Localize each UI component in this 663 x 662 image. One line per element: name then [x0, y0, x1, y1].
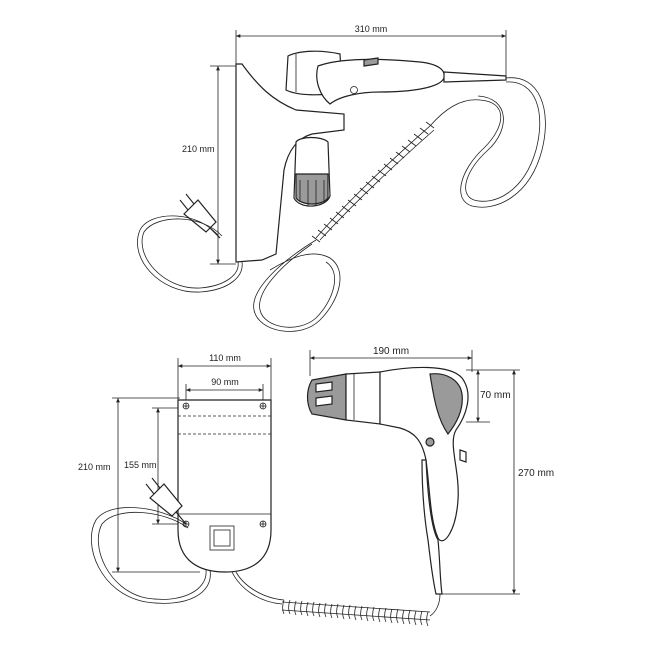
- coiled-cord-side: [315, 125, 431, 239]
- dryer-handle-side: [316, 58, 445, 105]
- dimension-label-110: 110 mm: [209, 353, 241, 363]
- screw-hole-top-left: [182, 402, 190, 410]
- dimension-label-210-front: 210 mm: [78, 462, 111, 472]
- dimension-label-155: 155 mm: [124, 460, 157, 470]
- power-plug-side: [179, 193, 221, 239]
- front-view-bracket: 110 mm 90 mm 210 mm 155 mm: [78, 353, 285, 605]
- power-plug-front: [145, 477, 187, 525]
- screw-hole-top-right: [259, 402, 267, 410]
- cord-loop-right: [429, 77, 546, 208]
- coil-rings-side: [311, 121, 435, 243]
- dimension-label-190: 190 mm: [373, 346, 409, 357]
- dryer-barrel-front: [345, 371, 381, 425]
- wall-bracket-front: [177, 399, 272, 573]
- dimension-label-310: 310 mm: [355, 24, 388, 34]
- cord-loop-bottom: [253, 239, 341, 332]
- dimension-label-270: 270 mm: [518, 468, 554, 479]
- wall-bracket-side: [235, 63, 345, 263]
- screw-hole-bottom-right: [259, 520, 267, 528]
- dimension-label-90: 90 mm: [211, 377, 239, 387]
- power-cord-left: [137, 215, 243, 293]
- coil-rings-front: [282, 599, 429, 627]
- dimension-label-210-top: 210 mm: [182, 144, 215, 154]
- power-cord-front: [91, 507, 211, 604]
- side-view-mounted: 310 mm 210 mm: [137, 24, 546, 332]
- dimension-label-70: 70 mm: [480, 390, 511, 401]
- holder-switch-square: [209, 525, 235, 551]
- dryer-side-view: 190 mm 70 mm 270 mm: [281, 346, 554, 627]
